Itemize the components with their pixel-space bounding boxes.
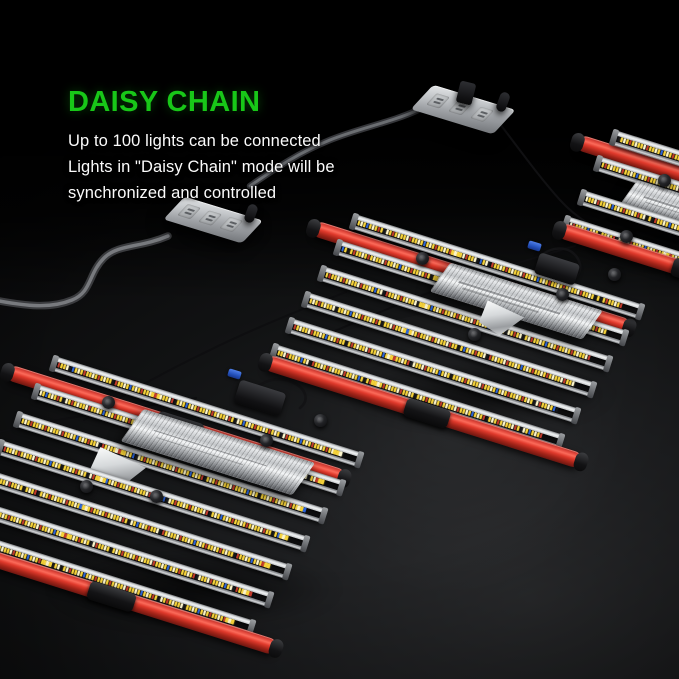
bar-cap-right [317, 506, 329, 525]
adjustment-knob[interactable] [620, 230, 633, 243]
grow-light-unit-middle[interactable] [256, 206, 679, 473]
text-overlay: DAISY CHAIN Up to 100 lights can be conn… [68, 88, 398, 206]
rail-end-cap-left [0, 360, 17, 383]
body-line-1: Up to 100 lights can be connected [68, 132, 321, 150]
black-daisy-chain-connector[interactable] [233, 379, 287, 417]
outlet-socket[interactable] [177, 203, 202, 220]
adjustment-knob[interactable] [260, 434, 273, 447]
power-strip-left[interactable] [163, 188, 278, 246]
adjustment-knob[interactable] [468, 328, 481, 341]
body-line-3: synchronized and controlled [68, 184, 277, 202]
outlet-socket[interactable] [470, 106, 495, 123]
grow-light-unit-back-right[interactable] [546, 126, 679, 319]
adjustment-knob[interactable] [416, 252, 429, 265]
adjustment-knob[interactable] [102, 396, 115, 409]
power-strip-upper[interactable] [410, 74, 524, 136]
grow-light-unit-front-left[interactable] [0, 338, 424, 660]
adjustment-knob[interactable] [150, 490, 163, 503]
adjustment-knob[interactable] [80, 480, 93, 493]
outlet-socket[interactable] [426, 93, 451, 109]
bar-cap-right [618, 328, 630, 347]
blue-waterproof-connector[interactable] [227, 368, 242, 380]
headline-title: DAISY CHAIN [68, 86, 261, 118]
bar-cap-right [634, 302, 646, 321]
adjustment-knob[interactable] [658, 174, 671, 187]
outlet-socket[interactable] [219, 216, 244, 233]
outlet-socket[interactable] [198, 210, 223, 226]
blue-waterproof-connector[interactable] [527, 240, 542, 252]
rail-end-cap-left [568, 130, 587, 153]
adjustment-knob[interactable] [556, 288, 569, 301]
bar-cap-right [353, 450, 365, 469]
adjustment-knob[interactable] [608, 268, 621, 281]
adjustment-knob[interactable] [314, 414, 327, 427]
rail-end-cap-left [304, 216, 323, 239]
body-line-2: Lights in "Daisy Chain" mode will be [68, 158, 335, 176]
